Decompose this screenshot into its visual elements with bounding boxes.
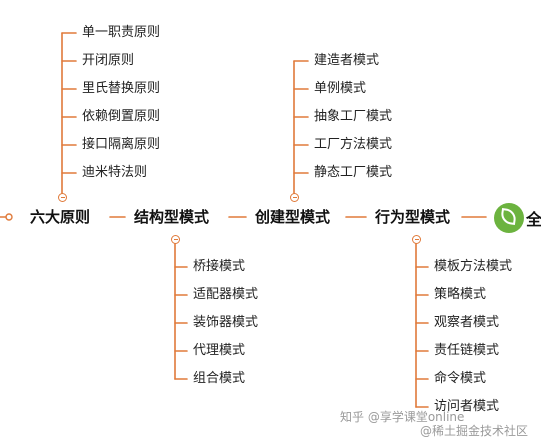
leaf-behavioral[interactable]: 策略模式 xyxy=(434,287,487,302)
main-node-creational[interactable]: 创建型模式 xyxy=(255,208,331,226)
leaf-behavioral[interactable]: 命令模式 xyxy=(434,371,487,386)
leaf-six-principles[interactable]: 接口隔离原则 xyxy=(82,137,161,152)
leaf-six-principles[interactable]: 依赖倒置原则 xyxy=(82,109,161,124)
leaf-creational[interactable]: 单例模式 xyxy=(314,81,367,96)
leaf-creational[interactable]: 建造者模式 xyxy=(314,53,380,68)
collapse-toggle-icon[interactable] xyxy=(290,193,299,202)
leaf-creational[interactable]: 工厂方法模式 xyxy=(314,137,393,152)
spring-logo-icon[interactable] xyxy=(494,203,524,233)
collapse-toggle-icon[interactable] xyxy=(171,235,180,244)
leaf-structural[interactable]: 装饰器模式 xyxy=(193,315,259,330)
watermark-brand: @稀土掘金技术社区 xyxy=(420,424,529,438)
main-node-structural[interactable]: 结构型模式 xyxy=(134,208,210,226)
collapse-toggle-icon[interactable] xyxy=(412,235,421,244)
leaf-six-principles[interactable]: 里氏替换原则 xyxy=(82,81,161,96)
main-node-behavioral[interactable]: 行为型模式 xyxy=(375,208,451,226)
watermark-text: 知乎 @享学课堂online xyxy=(340,410,465,424)
leaf-structural[interactable]: 桥接模式 xyxy=(193,259,246,274)
leaf-structural[interactable]: 适配器模式 xyxy=(193,287,259,302)
collapse-toggle-icon[interactable] xyxy=(58,193,67,202)
origin-node-icon xyxy=(5,213,13,221)
leaf-six-principles[interactable]: 开闭原则 xyxy=(82,53,135,68)
leaf-six-principles[interactable]: 迪米特法则 xyxy=(82,165,148,180)
leaf-creational[interactable]: 静态工厂模式 xyxy=(314,165,393,180)
leaf-structural[interactable]: 组合模式 xyxy=(193,371,246,386)
leaf-behavioral[interactable]: 责任链模式 xyxy=(434,343,500,358)
leaf-creational[interactable]: 抽象工厂模式 xyxy=(314,109,393,124)
leaf-behavioral[interactable]: 访问者模式 xyxy=(434,399,500,414)
leaf-structural[interactable]: 代理模式 xyxy=(193,343,246,358)
leaf-behavioral[interactable]: 模板方法模式 xyxy=(434,259,513,274)
leaf-six-principles[interactable]: 单一职责原则 xyxy=(82,25,161,40)
leaf-behavioral[interactable]: 观察者模式 xyxy=(434,315,500,330)
main-node-six-principles[interactable]: 六大原则 xyxy=(30,208,91,226)
main-node-partial[interactable]: 全 xyxy=(526,210,541,229)
